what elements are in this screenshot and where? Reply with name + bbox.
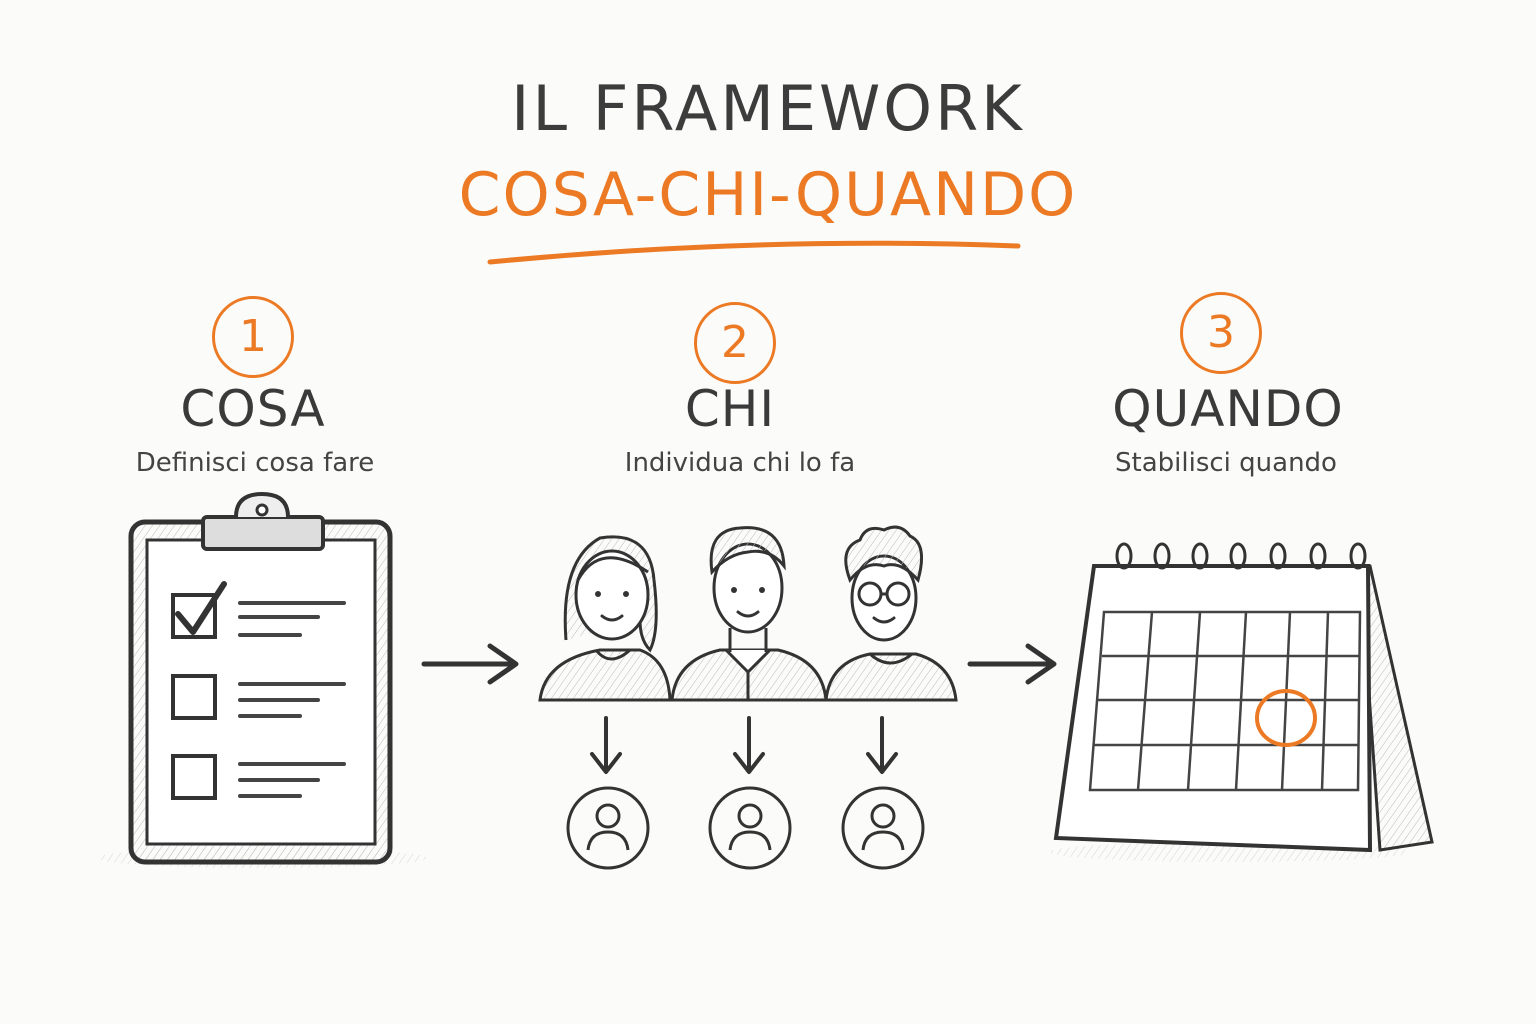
step-3-description: Stabilisci quando — [1115, 448, 1337, 478]
user-circle-icon — [841, 786, 925, 870]
title-underline — [487, 240, 1021, 265]
user-circle-icon — [566, 786, 650, 870]
arrow-right-icon — [967, 643, 1057, 685]
step-1-title: COSA — [180, 380, 326, 438]
person-woman-icon — [538, 535, 672, 702]
step-2-number: 2 — [694, 302, 776, 384]
step-2-description: Individua chi lo fa — [624, 448, 856, 478]
step-3-number: 3 — [1180, 292, 1262, 374]
desk-calendar-icon — [1050, 542, 1434, 862]
arrow-down-icon — [733, 716, 765, 774]
arrow-down-icon — [590, 716, 622, 774]
arrow-right-icon — [421, 643, 519, 685]
person-man-icon — [670, 526, 828, 702]
title-line-2: COSA-CHI-QUANDO — [458, 160, 1078, 230]
people-group-icon — [538, 525, 958, 870]
step-3-title: QUANDO — [1112, 380, 1344, 438]
step-1-number: 1 — [212, 296, 294, 378]
highlighted-day-marker — [1255, 689, 1317, 747]
clipboard-checklist-icon — [97, 491, 427, 868]
person-glasses-icon — [824, 525, 958, 702]
user-circle-icon — [708, 786, 792, 870]
step-2-title: CHI — [684, 380, 776, 438]
arrow-down-icon — [866, 716, 898, 774]
step-1-description: Definisci cosa fare — [135, 448, 375, 478]
title-line-1: IL FRAMEWORK — [511, 72, 1025, 145]
